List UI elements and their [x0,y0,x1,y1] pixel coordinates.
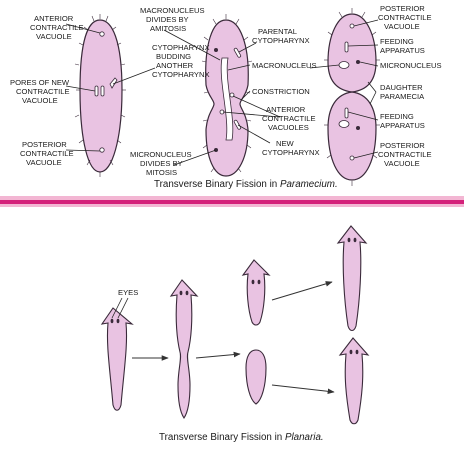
label-macro-amitosis-1: MACRONUCLEUS [140,6,205,15]
parental-cytopharynx [233,47,242,58]
planaria-3-eye-left [251,279,255,285]
label-parental-cyto-2: CYTOPHARYNX [252,36,310,45]
new-cytopharynx [233,119,242,130]
cytopharynx-bud [109,77,118,89]
label-macro-amitosis-2: DIVIDES BY [146,15,189,24]
label-micro-mitosis-1: MICRONUCLEUS [130,150,192,159]
planaria-panel: EYES [100,225,370,443]
arrow-stage-3-to-4-top [271,281,333,301]
planaria-1-body [100,307,134,411]
label-feeding-2: APPARATUS [380,46,425,55]
paramecium-left-labels: ANTERIOR CONTRACTILE VACUOLE PORES OF NE… [10,14,84,167]
paramecium-right-labels: POSTERIOR CONTRACTILE VACUOLE FEEDING AP… [378,4,442,168]
micronucleus-bottom [356,126,360,130]
macronucleus-top [338,61,350,69]
label-right-posterior-cv-2: CONTRACTILE [378,13,432,22]
label-pores-1: PORES OF NEW [10,78,70,87]
posterior-contractile-vacuole [99,147,105,153]
label-micro-mitosis-3: MITOSIS [146,168,177,177]
posterior-vacuole-top [349,23,355,29]
paramecium-cell-2 [201,14,253,177]
planaria-1-eye-right [116,318,120,324]
label-pores-2: CONTRACTILE [16,87,70,96]
label-posterior-cv-3: VACUOLE [26,158,62,167]
planaria-4-bottom-eye-left [349,349,353,355]
label-anterior-cvs-2: CONTRACTILE [262,114,316,123]
arrow-stage-3-to-4-bottom [271,384,335,395]
daughter-paramecium-bottom [327,91,377,181]
paramecium-cell-3 [324,8,380,186]
label-posterior-b-2: CONTRACTILE [378,150,432,159]
planaria-3-eye-right [257,279,261,285]
label-feeding-1: FEEDING [380,37,414,46]
anterior-contractile-vacuole [99,31,105,37]
section-divider [0,196,464,207]
label-cyto-bud-2: BUDDING [156,52,191,61]
feeding-apparatus-bottom [344,107,349,119]
label-cyto-bud-3: ANOTHER [156,61,194,70]
planaria-stage-2 [169,279,199,419]
label-anterior-cvs-3: VACUOLES [268,123,309,132]
label-feeding-b-1: FEEDING [380,112,414,121]
label-daughter-1: DAUGHTER [380,83,423,92]
planaria-stage-1: EYES [100,288,138,411]
label-eyes: EYES [118,288,138,297]
label-posterior-cv-1: POSTERIOR [22,140,67,149]
label-parental-cyto-1: PARENTAL [258,27,297,36]
planaria-2-eye-left [179,290,183,296]
label-right-posterior-cv-3: VACUOLE [384,22,420,31]
planaria-stage-4 [336,225,370,425]
label-posterior-b-1: POSTERIOR [380,141,425,150]
label-macronucleus-mid: MACRONUCLEUS [252,61,317,70]
label-posterior-cv-2: CONTRACTILE [20,149,74,158]
arrow-stage-2-to-3 [195,351,241,359]
pore-new-vacuole-1 [94,85,99,97]
micronucleus-top [356,60,360,64]
planaria-caption: Transverse Binary Fission in Planaria. [159,432,324,443]
posterior-vacuole-bottom [349,155,355,161]
planaria-2-eye-right [185,290,189,296]
planaria-1-eye-left [110,318,114,324]
paramecium-leader-lines [65,19,379,166]
label-pores-3: VACUOLE [22,96,58,105]
planaria-4-top-eye-right [353,237,357,243]
label-posterior-b-3: VACUOLE [384,159,420,168]
planaria-4-bottom [338,337,370,425]
label-new-cyto-2: CYTOPHARYNX [262,148,320,157]
paramecium-middle-labels: MACRONUCLEUS DIVIDES BY AMITOSIS CYTOPHA… [130,6,320,177]
label-micronucleus: MICRONUCLEUS [380,61,442,70]
planaria-3-head-half [241,259,271,326]
label-constriction: CONSTRICTION [252,87,310,96]
paramecium-cell-1 [74,14,126,177]
paramecium-caption: Transverse Binary Fission in Paramecium. [154,179,338,190]
planaria-4-top-eye-left [347,237,351,243]
planaria-4-bottom-eye-right [355,349,359,355]
label-anterior-cv-2: CONTRACTILE [30,23,84,32]
label-cyto-bud-1: CYTOPHARYNX [152,43,210,52]
feeding-apparatus-top [344,41,349,53]
macronucleus-bottom [338,120,350,128]
label-micro-mitosis-2: DIVIDES BY [140,159,183,168]
planaria-4-top [336,225,368,332]
paramecium-panel: ANTERIOR CONTRACTILE VACUOLE PORES OF NE… [10,4,442,190]
pore-new-vacuole-2 [100,85,105,97]
label-macro-amitosis-3: AMITOSIS [150,24,186,33]
label-anterior-cv-3: VACUOLE [36,32,72,41]
label-cyto-bud-4: CYTOPHARYNX [152,70,210,79]
label-anterior-cvs-1: ANTERIOR [266,105,306,114]
label-new-cyto-1: NEW [276,139,295,148]
planaria-stage-3 [241,259,271,405]
label-daughter-2: PARAMECIA [380,92,425,101]
planaria-3-tail-half [245,349,267,405]
dividing-macronucleus [220,57,234,141]
label-right-posterior-cv-1: POSTERIOR [380,4,425,13]
micronucleus-a [214,48,218,52]
planaria-2-body [169,279,199,419]
label-anterior-cv-1: ANTERIOR [34,14,74,23]
label-feeding-b-2: APPARATUS [380,121,425,130]
